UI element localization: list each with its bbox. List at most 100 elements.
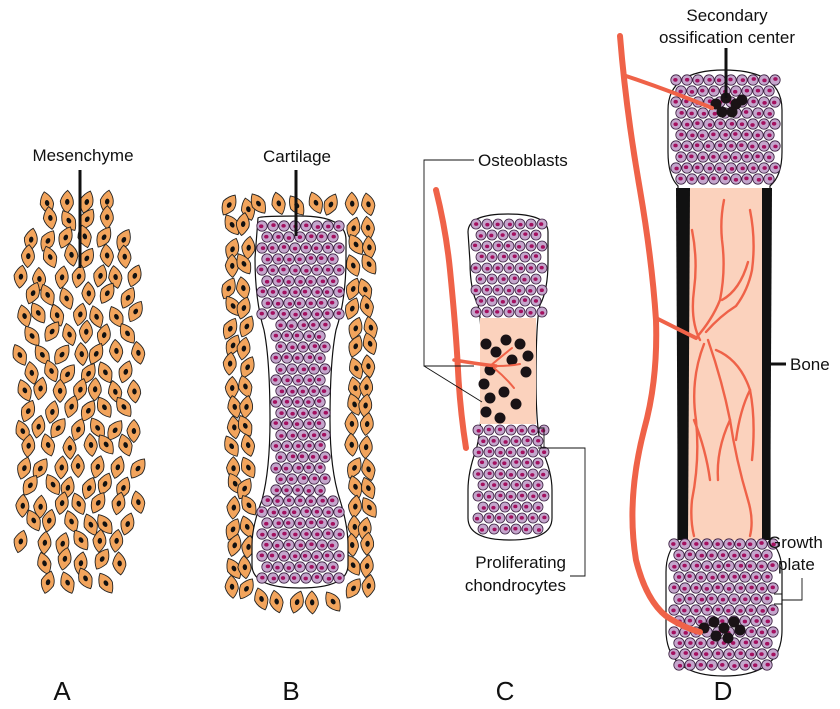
mesenchyme-cell	[93, 264, 108, 288]
chondrocyte	[261, 561, 273, 573]
mesenchyme-cell	[344, 191, 359, 216]
chondrocyte	[712, 604, 724, 616]
chondrocyte	[286, 363, 298, 375]
mesenchyme-cell	[359, 294, 374, 318]
osteoblast-cluster	[478, 334, 534, 424]
proliferating-leader-line	[544, 447, 586, 577]
mesenchyme-cell	[79, 190, 94, 214]
chondrocyte	[311, 220, 323, 232]
chondrocyte	[708, 129, 720, 141]
chondrocyte-cluster-c	[470, 218, 550, 535]
chondrocyte	[261, 495, 273, 507]
chondrocyte	[527, 468, 539, 480]
mesenchyme-cell	[77, 224, 92, 249]
chondrocyte	[684, 549, 696, 561]
chondrocyte	[714, 140, 726, 152]
secondary-label-line2: ossification center	[659, 28, 795, 47]
chondrocyte	[494, 490, 506, 502]
chondrocyte	[281, 374, 293, 386]
chondrocyte	[734, 560, 746, 572]
chondrocyte	[690, 538, 702, 550]
chondrocyte	[706, 593, 718, 605]
chondrocyte	[314, 440, 326, 452]
cortical-bone-right	[762, 188, 772, 540]
chondrocyte	[690, 604, 702, 616]
chondrocyte	[514, 306, 526, 318]
epiphyseal-artery	[624, 74, 714, 110]
chondrocyte	[303, 330, 315, 342]
chondrocyte	[734, 648, 746, 660]
chondrocyte	[675, 129, 687, 141]
chondrocyte	[756, 604, 768, 616]
chondrocyte	[497, 295, 509, 307]
mesenchyme-cell	[238, 374, 253, 398]
growth-plate-bracket	[774, 593, 783, 605]
mesenchyme-cell	[71, 264, 86, 289]
chondrocyte	[333, 264, 345, 276]
chondrocyte	[270, 396, 282, 408]
chondrocyte	[475, 251, 487, 263]
chondrocyte	[519, 229, 531, 241]
chondrocyte	[673, 549, 685, 561]
vessel-branch	[452, 358, 498, 368]
chondrocyte	[668, 604, 680, 616]
chondrocyte	[272, 495, 284, 507]
chondrocyte	[267, 572, 279, 584]
chondrocyte	[316, 231, 328, 243]
chondrocyte	[701, 582, 713, 594]
mesenchyme-cell	[360, 531, 375, 556]
mesenchyme-cell	[12, 344, 27, 366]
chondrocyte	[679, 560, 691, 572]
chondrocyte	[690, 582, 702, 594]
mesenchyme-cell	[237, 555, 252, 580]
chondrocyte	[763, 129, 775, 141]
bone-label: Bone	[790, 355, 830, 374]
chondrocyte	[333, 220, 345, 232]
mesenchyme-cell	[70, 453, 85, 479]
osteoblast	[484, 392, 496, 404]
chondrocyte	[322, 506, 334, 518]
chondrocyte	[739, 637, 751, 649]
mesenchyme-cell	[40, 433, 56, 457]
chondrocyte	[333, 528, 345, 540]
chondrocyte	[728, 593, 740, 605]
chondrocyte	[752, 107, 764, 119]
proliferating-label-line2: chondrocytes	[465, 576, 566, 595]
chondrocyte	[728, 571, 740, 583]
chondrocyte	[278, 220, 290, 232]
mesenchyme-cell	[98, 434, 114, 455]
chondrocyte	[492, 284, 504, 296]
chondrocyte	[275, 451, 287, 463]
chondrocyte	[758, 74, 770, 86]
chondrocyte	[717, 571, 729, 583]
chondrocyte	[675, 151, 687, 163]
chondrocyte	[538, 446, 550, 458]
chondrocyte	[286, 385, 298, 397]
mesenchyme-cell	[237, 477, 252, 500]
mesenchyme-cell	[13, 264, 28, 289]
chondrocyte	[503, 306, 515, 318]
chondrocyte	[741, 129, 753, 141]
chondrocyte	[275, 385, 287, 397]
growth-plate-label-line1: Growth	[768, 533, 823, 552]
mesenchyme-cell	[225, 518, 240, 541]
chondrocyte	[314, 352, 326, 364]
chondrocyte	[267, 242, 279, 254]
chondrocyte	[305, 517, 317, 529]
chondrocyte	[521, 523, 533, 535]
chondrocyte	[686, 129, 698, 141]
mesenchyme-cell	[108, 338, 124, 363]
chondrocyte	[675, 173, 687, 185]
chondrocyte	[703, 162, 715, 174]
growth-plate-label-line2: plate	[778, 555, 815, 574]
chondrocyte	[275, 407, 287, 419]
chondrocyte	[525, 218, 537, 230]
osteoblast	[480, 406, 492, 418]
chondrocyte	[701, 648, 713, 660]
chondrocyte	[497, 273, 509, 285]
chondrocyte	[508, 229, 520, 241]
mesenchyme-cell	[59, 189, 74, 214]
chondrocyte	[516, 490, 528, 502]
mesenchyme-cell	[54, 491, 69, 515]
chondrocyte	[311, 506, 323, 518]
